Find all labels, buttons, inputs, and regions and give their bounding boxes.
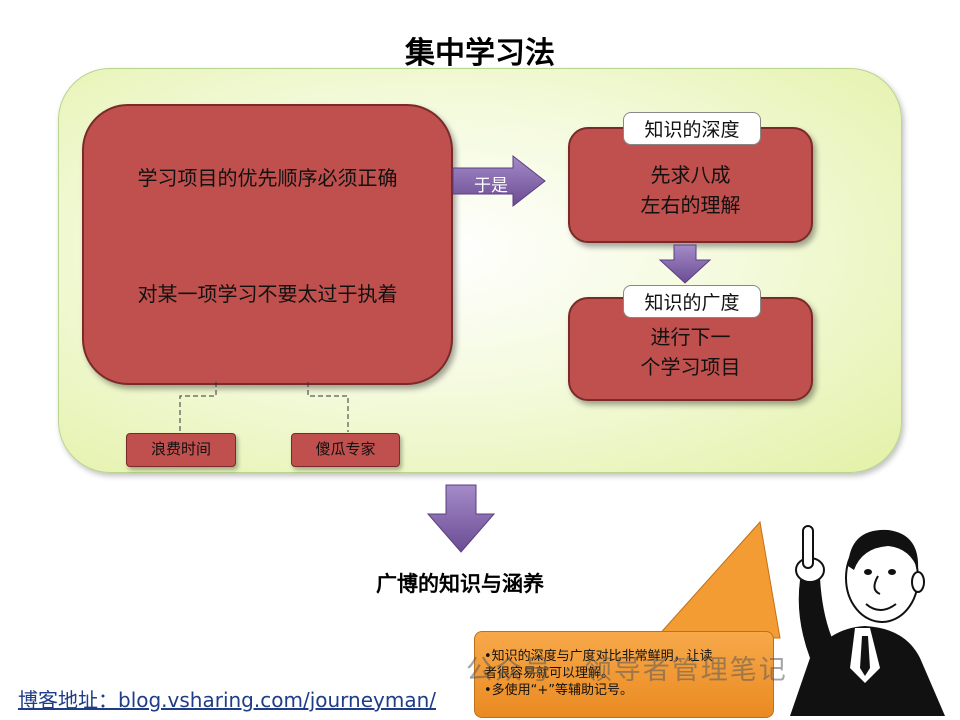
down-arrow-icon: [658, 244, 712, 284]
right-arrow-icon: [452, 154, 546, 208]
breadth-line-1: 进行下一: [650, 325, 731, 349]
principle-no-obsession: 对某一项学习不要太过于执着: [137, 282, 398, 306]
callout-line-2: 者很容易就可以理解。: [484, 666, 615, 681]
principles-box: 学习项目的优先顺序必须正确 对某一项学习不要太过于执着: [82, 104, 453, 385]
breadth-box: 进行下一 个学习项目: [568, 297, 813, 401]
connector-lines: [179, 382, 349, 432]
depth-line-1: 先求八成: [650, 163, 731, 187]
callout-text: •知识的深度与广度对比非常鲜明，让读 者很容易就可以理解。 •多使用“+”等辅助…: [484, 648, 774, 699]
page-title: 集中学习法: [405, 36, 555, 71]
callout-box: [474, 631, 774, 718]
blog-url-link[interactable]: 博客地址：blog.vsharing.com/journeyman/: [18, 688, 436, 712]
waste-time-box: 浪费时间: [126, 433, 236, 467]
fool-expert-box: 傻瓜专家: [291, 433, 400, 467]
watermark: 公众号 · 领导者管理笔记: [466, 655, 788, 686]
callout-tail: [654, 520, 781, 639]
callout-line-3: •多使用“+”等辅助记号。: [484, 683, 634, 698]
principle-priority: 学习项目的优先顺序必须正确: [137, 166, 398, 190]
result-title: 广博的知识与涵养: [376, 572, 544, 596]
depth-line-2: 左右的理解: [640, 193, 741, 217]
depth-tab: 知识的深度: [623, 112, 761, 145]
pointing-man-illustration: [790, 525, 945, 716]
callout-line-1: •知识的深度与广度对比非常鲜明，让读: [484, 649, 713, 664]
breadth-tab: 知识的广度: [623, 285, 761, 318]
breadth-line-2: 个学习项目: [640, 355, 741, 379]
arrow-label: 于是: [474, 176, 508, 196]
down-arrow-icon: [426, 484, 496, 553]
